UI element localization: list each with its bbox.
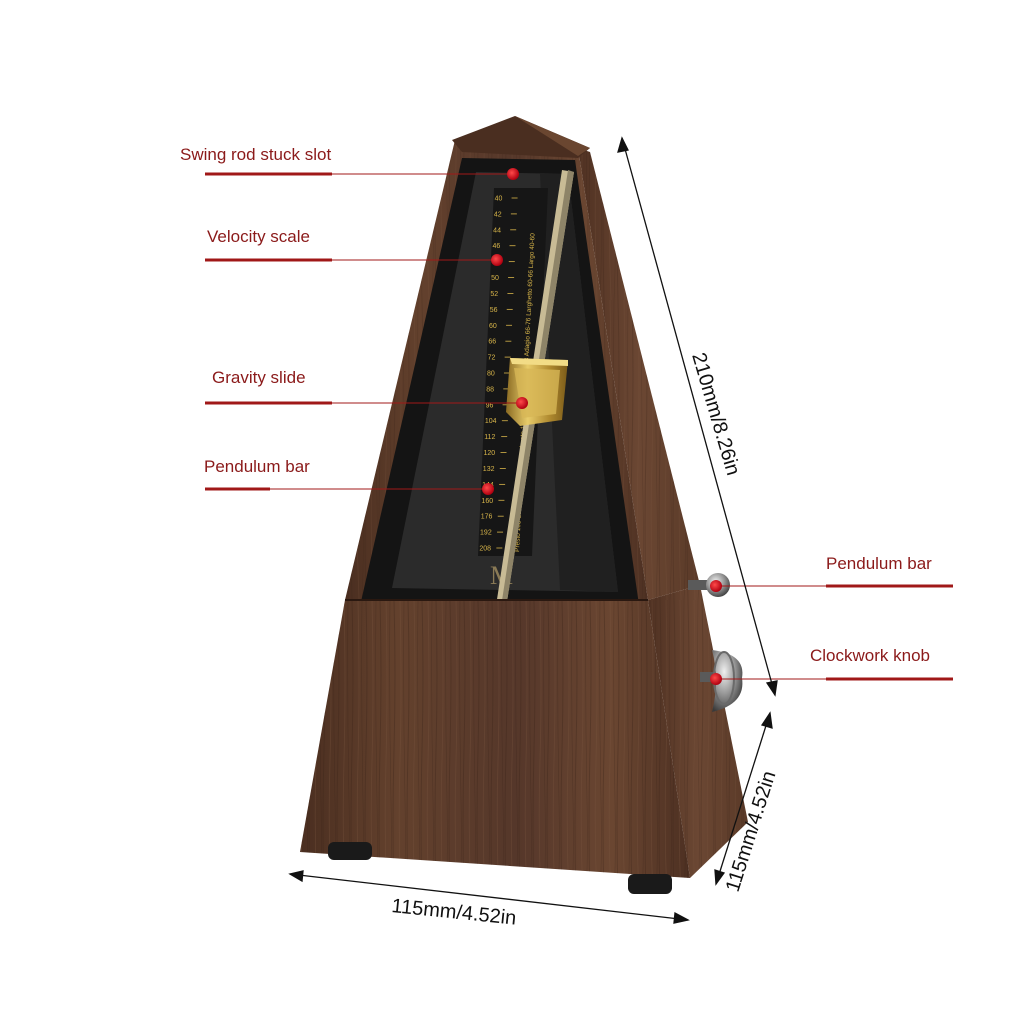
scale-tick-label: 80 <box>487 371 495 378</box>
scale-tick-label: 40 <box>495 196 503 203</box>
scale-tick-label: 52 <box>490 291 498 298</box>
marker-velocity-scale <box>491 254 503 266</box>
callout-markers <box>482 168 722 685</box>
marker-pendulum-bar-front <box>482 483 494 495</box>
scale-tick-label: 66 <box>488 339 496 346</box>
scale-tick-label: 44 <box>493 227 501 234</box>
scale-tick-label: 160 <box>481 498 493 505</box>
callout-lines <box>205 172 953 681</box>
scale-tick-label: 96 <box>486 402 494 409</box>
top-cap <box>452 116 590 158</box>
scale-tick-label: 176 <box>481 514 493 521</box>
scale-tick-label: 72 <box>488 355 496 362</box>
label-gravity-slide: Gravity slide <box>212 368 306 387</box>
scale-tick-label: 120 <box>483 450 495 457</box>
scale-tick-label: 208 <box>479 546 491 553</box>
scale-tick-label: 46 <box>492 243 500 250</box>
marker-swing-rod-slot <box>507 168 519 180</box>
scale-tick-label: 88 <box>486 386 494 393</box>
height-dimension-label: 210mm/8.26in <box>687 350 744 478</box>
velocity-scale-labels: 4042444648505256606672808896104112120132… <box>479 196 502 553</box>
label-pendulum-bar-front: Pendulum bar <box>204 457 310 476</box>
clockwork-key-knob <box>700 650 743 712</box>
scale-tick-label: 112 <box>484 434 495 441</box>
scale-tick-label: 56 <box>490 307 498 314</box>
width-dimension-label: 115mm/4.52in <box>390 895 517 930</box>
dimension-lines <box>288 136 778 924</box>
label-pendulum-bar-side: Pendulum bar <box>826 554 932 573</box>
label-velocity-scale: Velocity scale <box>207 227 310 246</box>
scale-tick-label: 192 <box>480 530 492 537</box>
scale-tick-label: 42 <box>494 211 502 218</box>
scale-tick-label: 60 <box>489 323 497 330</box>
marker-pendulum-bar-side <box>710 580 722 592</box>
marker-clockwork-knob <box>710 673 722 685</box>
front-left-foot <box>328 842 372 860</box>
front-right-foot <box>628 874 672 894</box>
label-swing-rod-stuck-slot: Swing rod stuck slot <box>180 145 332 164</box>
gravity-slide-weight <box>506 358 568 426</box>
label-clockwork-knob: Clockwork knob <box>810 646 930 665</box>
scale-tick-label: 50 <box>491 275 499 282</box>
velocity-scale-ticks <box>496 197 518 549</box>
marker-gravity-slide <box>516 397 528 409</box>
scale-tick-label: 132 <box>483 466 495 473</box>
scale-tick-label: 104 <box>485 418 497 425</box>
